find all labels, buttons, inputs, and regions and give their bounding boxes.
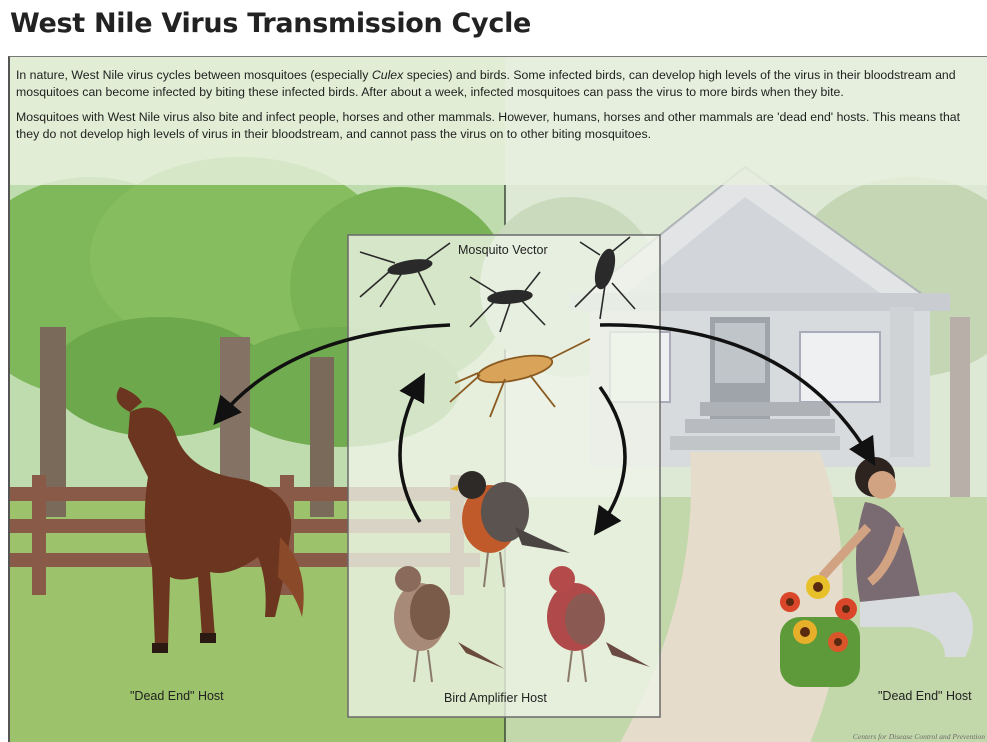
- bird-amplifier-label: Bird Amplifier Host: [444, 691, 547, 705]
- source-credit: Centers for Disease Control and Preventi…: [853, 732, 985, 741]
- dead-end-host-human-label: "Dead End" Host: [878, 689, 972, 703]
- intro-paragraph-1: In nature, West Nile virus cycles betwee…: [16, 67, 983, 101]
- cycle-panel: [348, 235, 660, 717]
- intro-p1-start: In nature, West Nile virus cycles betwee…: [16, 68, 372, 82]
- mosquito-vector-label: Mosquito Vector: [458, 243, 548, 257]
- illustration-frame: In nature, West Nile virus cycles betwee…: [8, 56, 987, 742]
- intro-paragraph-2: Mosquitoes with West Nile virus also bit…: [16, 109, 983, 143]
- intro-text-box: In nature, West Nile virus cycles betwee…: [10, 57, 987, 185]
- page-title: West Nile Virus Transmission Cycle: [10, 8, 531, 39]
- intro-p1-italic: Culex: [372, 68, 403, 82]
- dead-end-host-horse-label: "Dead End" Host: [130, 689, 224, 703]
